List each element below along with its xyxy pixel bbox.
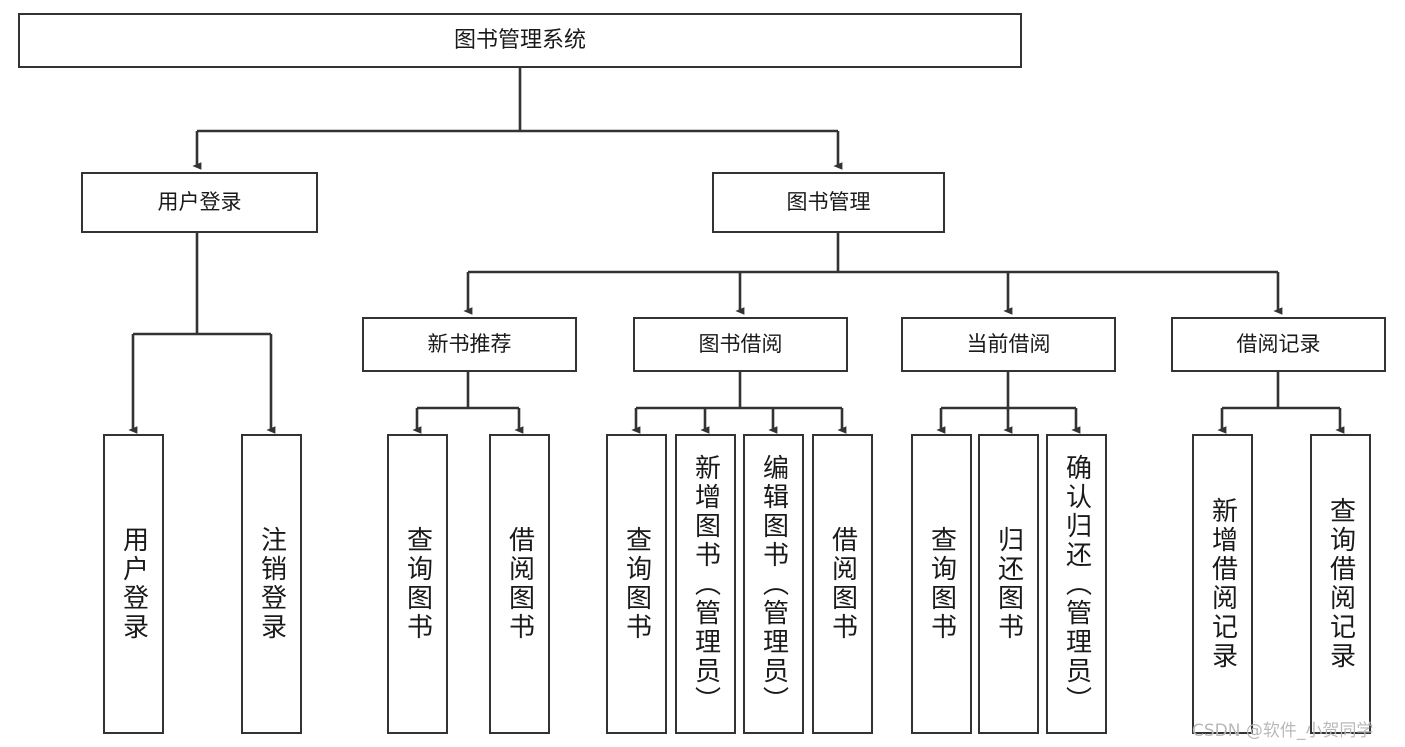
leaf-query-book-borrow[interactable]: 查询图书 — [606, 434, 667, 734]
node-borrow-record[interactable]: 借阅记录 — [1171, 317, 1386, 372]
leaf-add-book-admin[interactable]: 新增图书（管理员） — [675, 434, 736, 734]
node-root-book-management-system[interactable]: 图书管理系统 — [18, 13, 1022, 68]
node-label: 查询借阅记录 — [1325, 497, 1356, 671]
node-label: 编辑图书（管理员） — [758, 453, 789, 715]
node-label: 新书推荐 — [427, 332, 512, 357]
node-label: 归还图书 — [993, 526, 1024, 642]
leaf-edit-book-admin[interactable]: 编辑图书（管理员） — [743, 434, 804, 734]
node-label: 图书管理 — [786, 190, 871, 215]
leaf-query-borrow-record[interactable]: 查询借阅记录 — [1310, 434, 1371, 734]
leaf-return-book[interactable]: 归还图书 — [978, 434, 1039, 734]
node-label: 查询图书 — [621, 526, 652, 642]
node-label: 借阅图书 — [827, 526, 858, 642]
node-label: 新增图书（管理员） — [690, 453, 721, 715]
leaf-confirm-return-admin[interactable]: 确认归还（管理员） — [1046, 434, 1107, 734]
node-label: 图书管理系统 — [453, 27, 586, 53]
node-label: 借阅记录 — [1236, 332, 1321, 357]
node-current-borrow[interactable]: 当前借阅 — [901, 317, 1116, 372]
node-label: 用户登录 — [157, 190, 242, 215]
leaf-query-book-newbook[interactable]: 查询图书 — [387, 434, 448, 734]
leaf-logout-login[interactable]: 注销登录 — [241, 434, 302, 734]
node-label: 新增借阅记录 — [1207, 497, 1238, 671]
leaf-add-borrow-record[interactable]: 新增借阅记录 — [1192, 434, 1253, 734]
node-new-book-recommend[interactable]: 新书推荐 — [362, 317, 577, 372]
leaf-query-book-current[interactable]: 查询图书 — [911, 434, 972, 734]
node-label: 图书借阅 — [698, 332, 783, 357]
node-book-management[interactable]: 图书管理 — [712, 172, 945, 233]
node-label: 借阅图书 — [504, 526, 535, 642]
leaf-user-login[interactable]: 用户登录 — [103, 434, 164, 734]
node-label: 查询图书 — [926, 526, 957, 642]
node-label: 用户登录 — [118, 526, 149, 642]
node-label: 当前借阅 — [966, 332, 1051, 357]
node-label: 确认归还（管理员） — [1061, 453, 1092, 715]
node-book-borrow[interactable]: 图书借阅 — [633, 317, 848, 372]
node-user-login[interactable]: 用户登录 — [81, 172, 318, 233]
csdn-watermark: CSDN @软件_小贺同学 — [1192, 721, 1374, 741]
node-label: 查询图书 — [402, 526, 433, 642]
leaf-borrow-book-newbook[interactable]: 借阅图书 — [489, 434, 550, 734]
node-label: 注销登录 — [256, 526, 287, 642]
leaf-borrow-book[interactable]: 借阅图书 — [812, 434, 873, 734]
